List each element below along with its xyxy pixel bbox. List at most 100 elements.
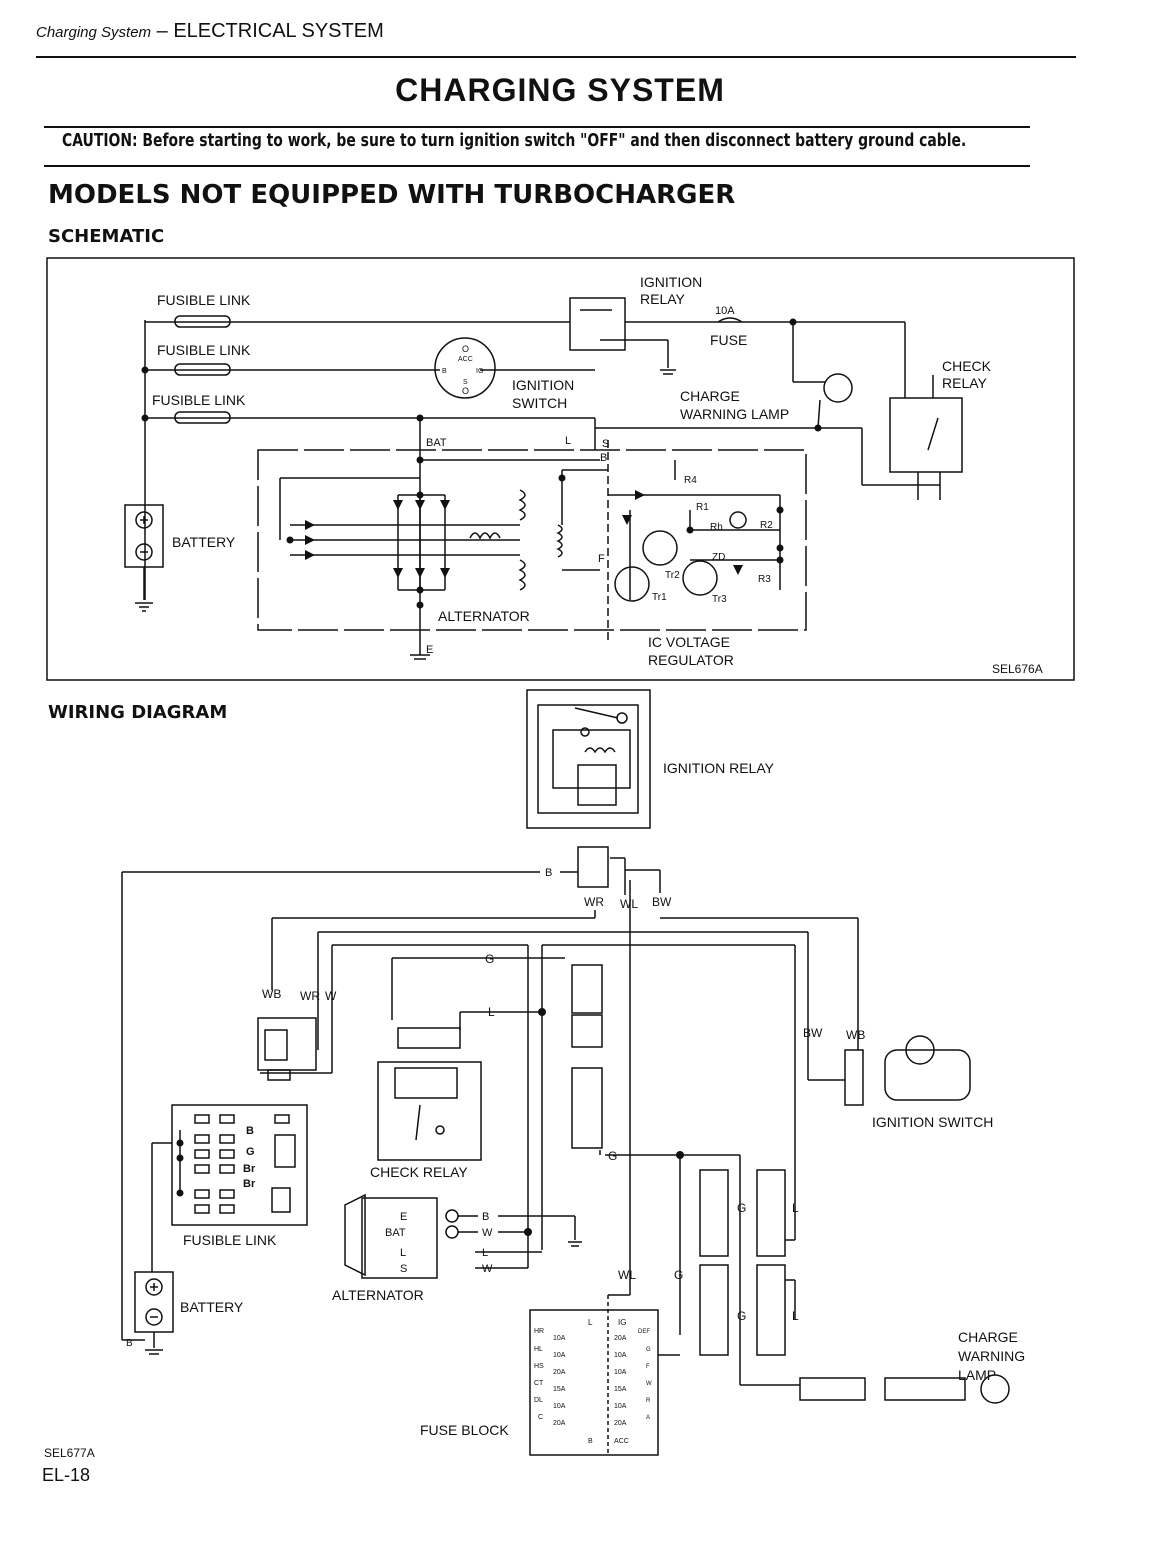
wiring-label-fl-br1: Br bbox=[243, 1163, 256, 1175]
schematic-label-alternator: ALTERNATOR bbox=[438, 608, 530, 624]
wiring-label-bat-b: B bbox=[126, 1338, 133, 1349]
wiring-ignition-switch-connector bbox=[844, 1049, 864, 1106]
fb-acc: ACC bbox=[614, 1438, 629, 1445]
fb-g: G bbox=[646, 1347, 651, 1353]
wiring-label-alt-l: L bbox=[400, 1247, 406, 1259]
schematic-label-r3: R3 bbox=[758, 574, 771, 585]
wiring-label-fuse-block: FUSE BLOCK bbox=[420, 1422, 509, 1438]
wiring-connector-1 bbox=[571, 964, 603, 1014]
wiring-lamp-connector-2 bbox=[884, 1377, 966, 1401]
wiring-label-wire-g2: G bbox=[608, 1149, 617, 1163]
schematic-label-fusible-link-2: FUSIBLE LINK bbox=[157, 342, 251, 358]
wiring-code: SEL677A bbox=[44, 1446, 95, 1460]
schematic-ignition-switch-symbol bbox=[434, 337, 496, 399]
schematic-label-sw-acc: ACC bbox=[458, 356, 473, 363]
caution-note: CAUTION: Before starting to work, be sur… bbox=[62, 130, 966, 151]
wiring-label-wire-l2: L bbox=[792, 1201, 799, 1215]
schematic-frame bbox=[46, 257, 1075, 681]
wiring-label-wire-g5: G bbox=[737, 1309, 746, 1323]
wiring-label-wire-g4: G bbox=[674, 1268, 683, 1282]
schematic-label-tr1: Tr1 bbox=[652, 592, 667, 603]
fb-15a-1: 15A bbox=[553, 1386, 566, 1393]
wiring-label-alternator: ALTERNATOR bbox=[332, 1287, 424, 1303]
schematic-fuse-symbol bbox=[717, 317, 743, 323]
schematic-alternator-box bbox=[257, 449, 807, 631]
fb-15a-2: 15A bbox=[614, 1386, 627, 1393]
wiring-battery-symbol bbox=[134, 1271, 174, 1333]
wiring-label-alt-bat: BAT bbox=[385, 1227, 406, 1239]
wiring-label-wire-bw2: BW bbox=[803, 1026, 823, 1040]
schematic-label-sw-s: S bbox=[463, 379, 468, 386]
fb-hs: HS bbox=[534, 1363, 544, 1370]
wiring-label-wire-w: W bbox=[325, 989, 337, 1003]
wiring-label-wire-wr2: WR bbox=[300, 989, 320, 1003]
wiring-label-ignition-relay: IGNITION RELAY bbox=[663, 760, 775, 776]
wiring-connector-4 bbox=[756, 1169, 786, 1257]
schematic-label-sw-o1: O bbox=[462, 344, 469, 354]
fb-r: R bbox=[646, 1398, 651, 1404]
wiring-alternator-body bbox=[361, 1197, 438, 1279]
wiring-label-fl-b: B bbox=[246, 1125, 254, 1137]
fb-a: A bbox=[646, 1415, 650, 1421]
fb-ct: CT bbox=[534, 1380, 544, 1387]
schematic-label-s: S bbox=[602, 438, 609, 450]
schematic-label-sw-o2: O bbox=[462, 386, 469, 396]
wiring-label-charge-lamp-3: LAMP bbox=[958, 1367, 996, 1383]
schematic-ignition-relay-symbol bbox=[569, 297, 626, 351]
schematic-label-ignition-switch-2: SWITCH bbox=[512, 395, 567, 411]
caution-label: CAUTION: bbox=[62, 130, 138, 151]
wiring-connector-2 bbox=[571, 1067, 603, 1149]
schematic-label-r1: R1 bbox=[696, 502, 709, 513]
wiring-label-alt-e: E bbox=[400, 1211, 407, 1223]
fb-10a-1: 10A bbox=[553, 1335, 566, 1342]
wiring-label-wire-wl2: WL bbox=[618, 1268, 636, 1282]
schematic-label-tr2: Tr2 bbox=[665, 570, 680, 581]
section-header-italic: Charging System bbox=[36, 24, 152, 41]
schematic-label-check-relay-1: CHECK bbox=[942, 358, 992, 374]
fusible-link-2-symbol bbox=[174, 363, 231, 376]
wiring-label-alt-w2: W bbox=[482, 1263, 493, 1275]
wiring-connector-6 bbox=[756, 1264, 786, 1356]
wiring-charge-lamp-symbol bbox=[980, 1374, 1010, 1404]
wiring-label-wire-bw: BW bbox=[652, 895, 672, 909]
wiring-label-wire-wb2: WB bbox=[846, 1028, 865, 1042]
schematic-diagram: FUSIBLE LINK FUSIBLE LINK FUSIBLE LINK B… bbox=[46, 257, 1075, 681]
schematic-label-e: E bbox=[426, 644, 433, 656]
fb-10a-5: 10A bbox=[553, 1403, 566, 1410]
fb-20a-2: 20A bbox=[553, 1369, 566, 1376]
section-header-main: ELECTRICAL SYSTEM bbox=[173, 20, 384, 42]
schematic-label-b: B bbox=[600, 452, 607, 464]
wiring-label-ignition-switch: IGNITION SWITCH bbox=[872, 1114, 993, 1130]
schematic-check-relay-symbol bbox=[889, 397, 963, 473]
schematic-label-f: F bbox=[598, 553, 605, 565]
wiring-ignition-relay-panel bbox=[526, 689, 651, 829]
schematic-heading: SCHEMATIC bbox=[48, 226, 165, 247]
wiring-alternator-plug bbox=[397, 1027, 461, 1049]
fb-c: C bbox=[538, 1414, 543, 1421]
wiring-label-wire-l3: L bbox=[792, 1309, 799, 1323]
wiring-label-wire-g: G bbox=[485, 952, 494, 966]
caution-top-rule bbox=[44, 126, 1030, 128]
wiring-label-wire-l: L bbox=[488, 1005, 495, 1019]
caution-bottom-rule bbox=[44, 165, 1030, 167]
wiring-label-wire-wr: WR bbox=[584, 895, 604, 909]
wiring-label-charge-lamp-1: CHARGE bbox=[958, 1329, 1018, 1345]
section-header: Charging System – ELECTRICAL SYSTEM bbox=[36, 20, 384, 43]
wiring-label-wire-wl: WL bbox=[620, 897, 638, 911]
fb-10a-4: 10A bbox=[614, 1369, 627, 1376]
schematic-label-tr3: Tr3 bbox=[712, 594, 727, 605]
wiring-label-alt-s: S bbox=[400, 1263, 407, 1275]
caution-text: Before starting to work, be sure to turn… bbox=[142, 130, 967, 151]
schematic-charge-lamp-symbol bbox=[823, 373, 853, 403]
fb-10a-3: 10A bbox=[614, 1352, 627, 1359]
fb-10a-2: 10A bbox=[553, 1352, 566, 1359]
schematic-battery-symbol bbox=[124, 504, 164, 568]
wiring-diagram: IGNITION RELAY IGNITION SWITCH CHECK REL… bbox=[44, 689, 1025, 1460]
schematic-label-battery: BATTERY bbox=[172, 534, 236, 550]
fb-b: B bbox=[588, 1438, 593, 1445]
fb-20a-4: 20A bbox=[614, 1420, 627, 1427]
schematic-label-sw-ig: IG bbox=[476, 368, 483, 375]
fb-dl: DL bbox=[534, 1397, 543, 1404]
schematic-label-sw-b: B bbox=[442, 368, 447, 375]
fb-10a-6: 10A bbox=[614, 1403, 627, 1410]
